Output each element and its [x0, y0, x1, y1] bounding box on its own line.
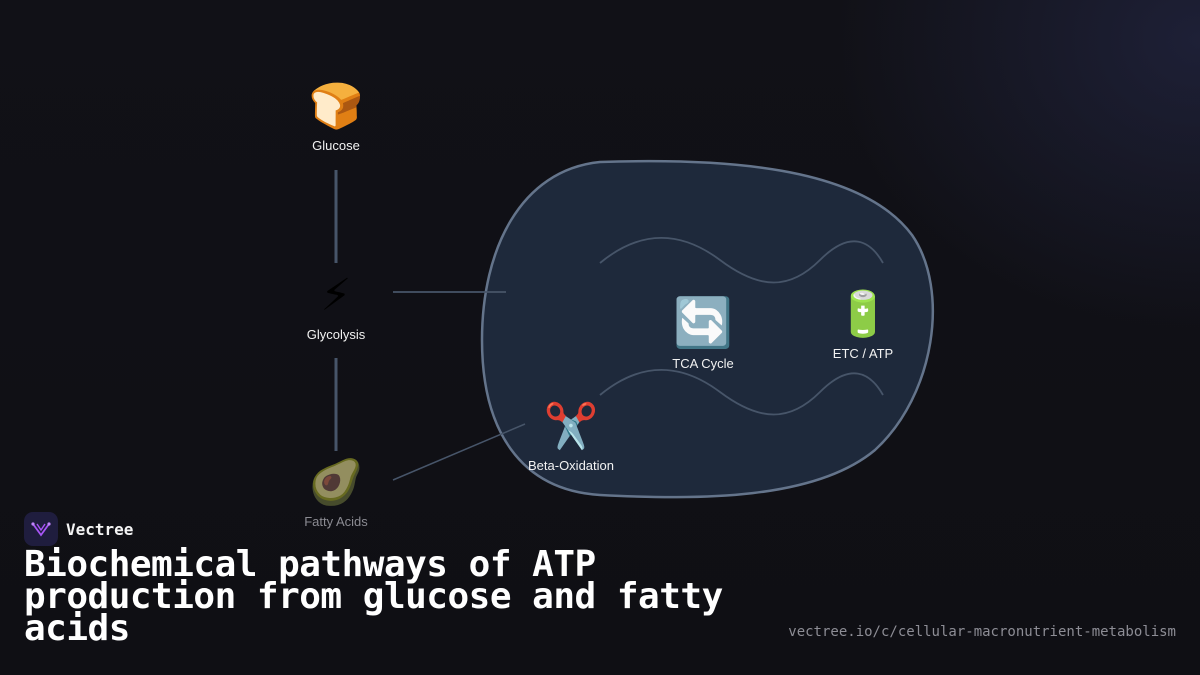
brand: Vectree: [24, 512, 133, 546]
beta-oxidation-node: ✂️ Beta-Oxidation: [528, 401, 614, 474]
connector-fatty-acids-beta-oxidation: [392, 423, 526, 481]
vectree-logo-icon: [24, 512, 58, 546]
source-url[interactable]: vectree.io/c/cellular-macronutrient-meta…: [788, 624, 1176, 640]
scissors-icon: ✂️: [543, 401, 599, 452]
etc-atp-label: ETC / ATP: [832, 346, 894, 361]
fatty-acids-node: 🥑 Fatty Acids: [304, 457, 368, 530]
bread-icon: 🍞: [308, 81, 364, 132]
tca-cycle-label: TCA Cycle: [672, 356, 734, 371]
glycolysis-node: ⚡ Glycolysis: [306, 270, 366, 343]
tca-cycle-node: 🔄 TCA Cycle: [672, 296, 733, 371]
fatty-acids-label: Fatty Acids: [304, 514, 368, 529]
crista-top: [599, 236, 884, 284]
avocado-icon: 🥑: [308, 457, 364, 508]
crista-bottom: [599, 368, 884, 416]
battery-icon: 🔋: [835, 289, 891, 340]
brand-name: Vectree: [66, 519, 134, 539]
glucose-node: 🍞 Glucose: [308, 81, 364, 154]
page-title: Biochemical pathways of ATP production f…: [24, 544, 723, 649]
mitochondrion-outline: [480, 159, 935, 499]
glucose-label: Glucose: [312, 138, 360, 153]
cycle-arrows-icon: 🔄: [673, 295, 733, 351]
beta-oxidation-label: Beta-Oxidation: [528, 458, 614, 473]
etc-atp-node: 🔋 ETC / ATP: [832, 289, 894, 362]
lightning-icon: ⚡: [320, 270, 352, 321]
glycolysis-label: Glycolysis: [306, 327, 366, 342]
